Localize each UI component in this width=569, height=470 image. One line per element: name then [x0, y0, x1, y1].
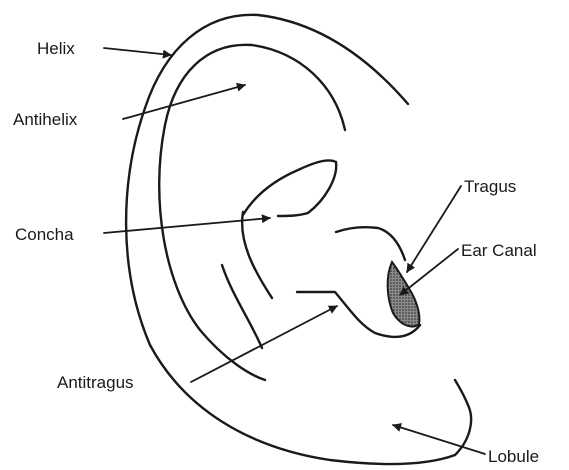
- label-concha: Concha: [15, 225, 74, 244]
- leader-arrows: [104, 48, 485, 454]
- ear-canal-arrow: [400, 249, 458, 295]
- lobule-edge: [455, 380, 471, 455]
- label-antitragus: Antitragus: [57, 373, 134, 392]
- antihelix-arrow: [123, 85, 245, 119]
- helix-outer-rim: [126, 15, 455, 464]
- helix-crus: [336, 227, 405, 260]
- label-antihelix: Antihelix: [13, 110, 78, 129]
- label-helix: Helix: [37, 39, 75, 58]
- label-lobule: Lobule: [488, 447, 539, 466]
- ear-canal-shading: [388, 262, 420, 327]
- antihelix-branch: [222, 265, 262, 348]
- concha-upper: [243, 160, 336, 216]
- label-tragus: Tragus: [464, 177, 516, 196]
- label-ear-canal: Ear Canal: [461, 241, 537, 260]
- tragus-arrow: [407, 186, 461, 272]
- concha-lower: [242, 212, 272, 298]
- concha-arrow: [104, 218, 270, 233]
- helix-arrow: [104, 48, 171, 55]
- ear-outline: [126, 15, 471, 464]
- labels: Helix Antihelix Concha Tragus Ear Canal …: [13, 39, 539, 466]
- lobule-arrow: [393, 425, 485, 454]
